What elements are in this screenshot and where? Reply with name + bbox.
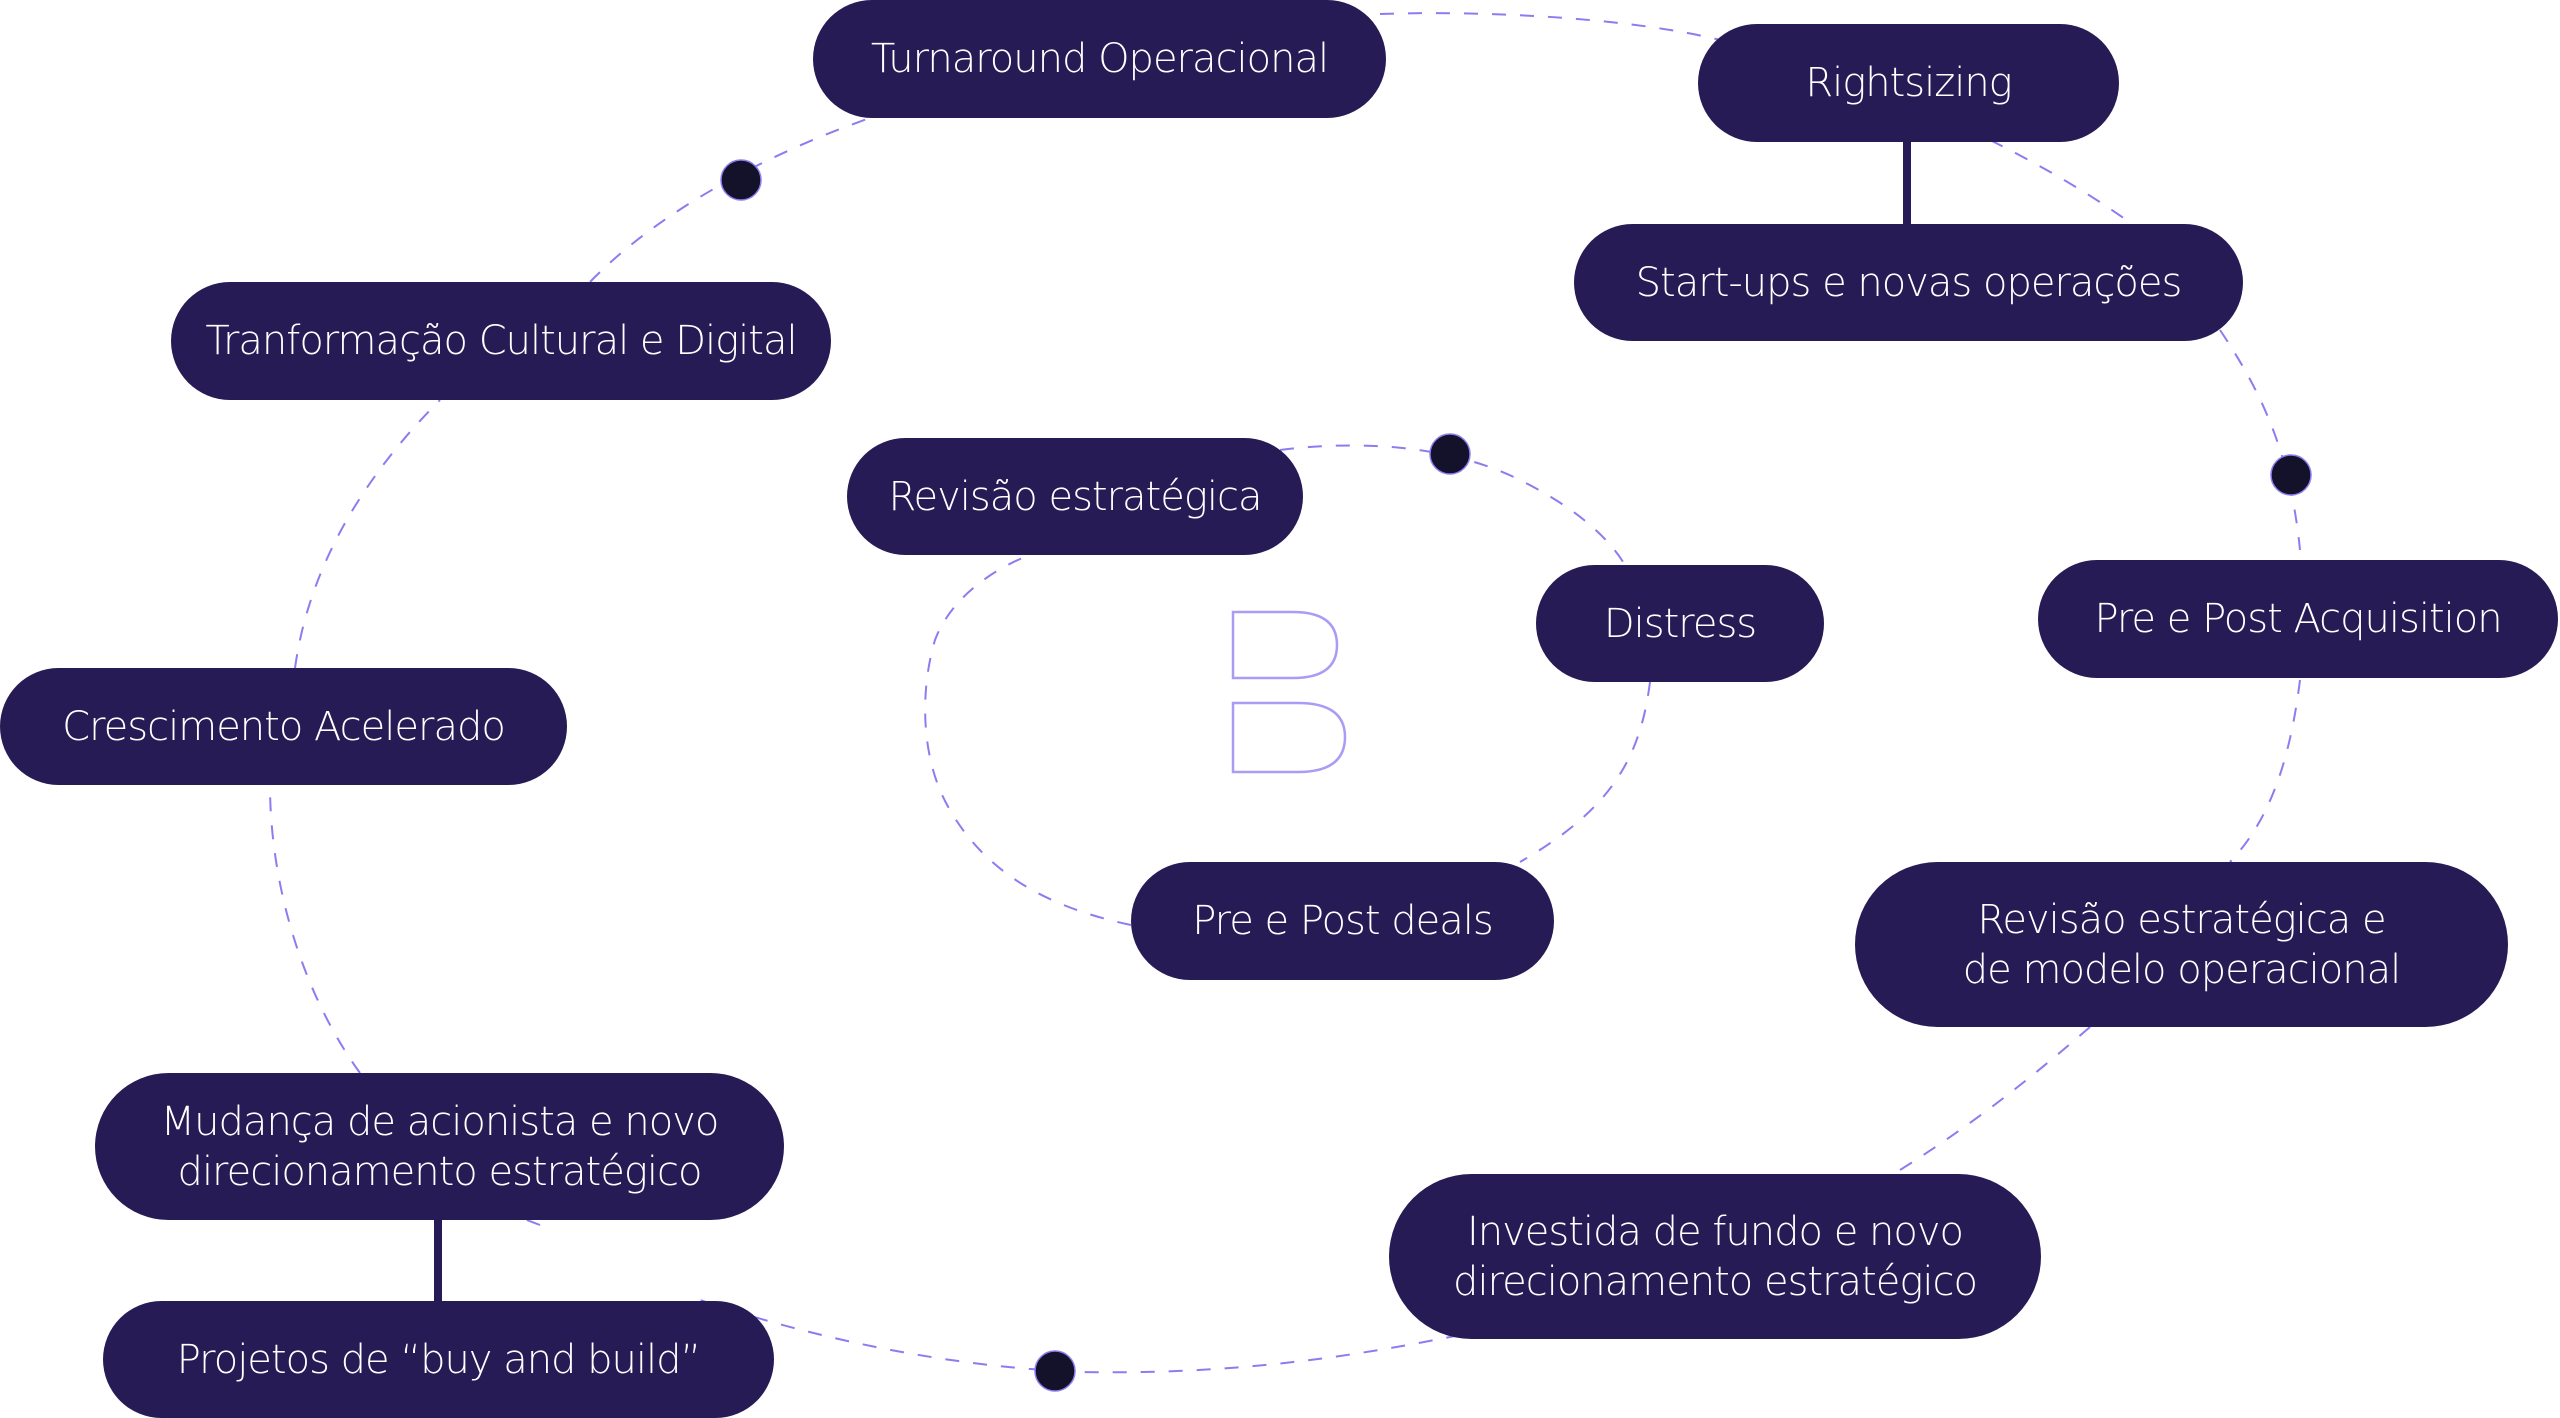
pill-label: Pre e Post Acquisition xyxy=(2094,596,2502,642)
pill-label: Tranformação Cultural e Digital xyxy=(205,318,797,364)
pill-distress[interactable]: Distress xyxy=(1536,565,1824,682)
pill-label: Mudança de acionista e novo direcionamen… xyxy=(160,1098,720,1195)
pill-label: Pre e Post deals xyxy=(1192,898,1494,944)
pill-investida-de-fundo[interactable]: Investida de fundo e novo direcionamento… xyxy=(1389,1174,2041,1339)
pill-revisao-estrategica[interactable]: Revisão estratégica xyxy=(847,438,1303,555)
pill-label: Revisão estratégica xyxy=(888,473,1263,520)
ring-dot xyxy=(1034,1350,1076,1392)
ring-dot xyxy=(1429,433,1471,475)
ring-dot xyxy=(2270,454,2312,496)
pill-label: Investida de fundo e novo direcionamento… xyxy=(1453,1208,1978,1305)
pill-rightsizing[interactable]: Rightsizing xyxy=(1698,24,2119,142)
pill-revisao-estrategica-modelo-operacional[interactable]: Revisão estratégica e de modelo operacio… xyxy=(1855,862,2508,1027)
pill-transformacao-cultural-digital[interactable]: Tranformação Cultural e Digital xyxy=(171,282,831,400)
inner-dashed-ring xyxy=(924,444,1651,926)
pill-pre-post-acquisition[interactable]: Pre e Post Acquisition xyxy=(2038,560,2558,678)
pill-label: Turnaround Operacional xyxy=(870,36,1329,82)
pill-label: Rightsizing xyxy=(1805,60,2012,106)
logo-upper-d xyxy=(1231,610,1339,680)
pill-mudanca-de-acionista[interactable]: Mudança de acionista e novo direcionamen… xyxy=(95,1073,784,1220)
ring-dot xyxy=(720,159,762,201)
logo-lower-d xyxy=(1231,701,1347,774)
pill-turnaround-operacional[interactable]: Turnaround Operacional xyxy=(813,0,1386,118)
pill-startups-novas-operacoes[interactable]: Start-ups e novas operações xyxy=(1574,224,2243,341)
pill-label: Start-ups e novas operações xyxy=(1635,259,2183,306)
pill-label: Distress xyxy=(1603,600,1757,647)
pill-label: Revisão estratégica e de modelo operacio… xyxy=(1962,896,2401,993)
pill-label: Crescimento Acelerado xyxy=(62,703,506,750)
double-d-logo-icon xyxy=(1231,610,1347,774)
pill-pre-post-deals[interactable]: Pre e Post deals xyxy=(1131,862,1554,980)
pill-crescimento-acelerado[interactable]: Crescimento Acelerado xyxy=(0,668,567,785)
pill-label: Projetos de “buy and build” xyxy=(176,1336,702,1383)
pill-projetos-buy-and-build[interactable]: Projetos de “buy and build” xyxy=(103,1301,774,1418)
